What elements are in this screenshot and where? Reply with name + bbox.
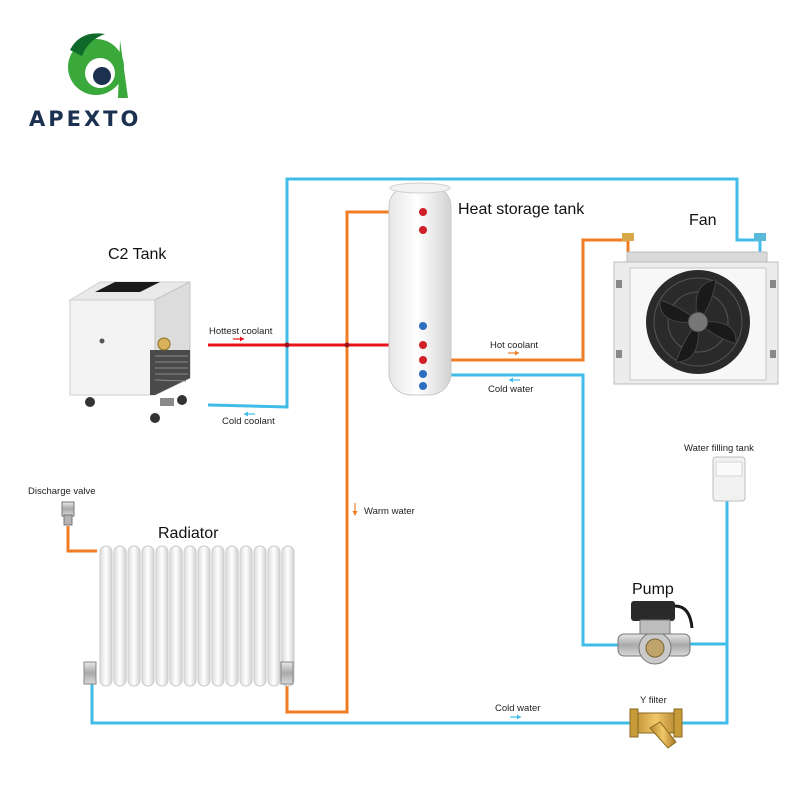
fan-blades — [659, 279, 737, 363]
outlet-fitting — [157, 337, 171, 351]
radiator-tube — [211, 545, 225, 687]
radiator-valve-left — [83, 661, 97, 685]
pump: Pump — [617, 581, 694, 665]
cold-water-bottom-label: Cold water — [495, 703, 540, 714]
control-panel — [95, 282, 160, 292]
hot-coolant-label: Hot coolant — [490, 340, 538, 351]
radiator: Radiator — [83, 525, 295, 687]
fan-label: Fan — [689, 212, 717, 229]
hottest-coolant-label: Hottest coolant — [209, 326, 273, 337]
radiator-tube — [267, 545, 281, 687]
discharge-valve: Discharge valve — [28, 486, 96, 526]
radiator-tube — [155, 545, 169, 687]
discharge-valve-label: Discharge valve — [28, 486, 96, 497]
radiator-tube — [183, 545, 197, 687]
radiator-tube — [127, 545, 141, 687]
warm-water-label: Warm water — [364, 506, 415, 517]
radiator-tube — [113, 545, 127, 687]
port-top-1 — [419, 208, 427, 216]
cold-water-tank-pipe — [432, 373, 626, 647]
pump-motor-box — [631, 601, 675, 621]
pump-label: Pump — [632, 581, 674, 598]
brand-name: APEXTO — [29, 107, 141, 131]
hot-coolant-pipe — [424, 238, 630, 362]
port-hot-out — [419, 356, 427, 364]
radiator-tube — [141, 545, 155, 687]
cold-coolant-label: Cold coolant — [222, 416, 275, 427]
flow-labels: Hottest coolant Cold coolant Hot coolant… — [209, 326, 540, 720]
y-filter: Y filter — [629, 695, 683, 749]
y-filter-label: Y filter — [640, 695, 667, 706]
radiator-tube — [281, 545, 295, 687]
water-filling-tank: Water filling tank — [684, 443, 754, 502]
radiator-tubes — [99, 545, 295, 687]
radiator-label: Radiator — [158, 525, 219, 542]
fan-outlet-fitting — [754, 233, 766, 241]
discharge-pipe — [66, 526, 97, 553]
port-top-2 — [419, 226, 427, 234]
cold-water-tank-label: Cold water — [488, 384, 533, 395]
port-cold-1 — [419, 370, 427, 378]
port-sensor — [419, 322, 427, 330]
heat-storage-tank-label: Heat storage tank — [458, 201, 585, 218]
radiator-valve-right — [280, 661, 294, 685]
port-cold-2 — [419, 382, 427, 390]
warm-water-pipe — [285, 210, 410, 714]
radiator-tube — [99, 545, 113, 687]
radiator-tube — [169, 545, 183, 687]
c2-tank: C2 Tank — [60, 246, 208, 430]
radiator-tube — [197, 545, 211, 687]
radiator-tube — [253, 545, 267, 687]
water-filling-tank-label: Water filling tank — [684, 443, 754, 454]
yfilter-return-pipe — [680, 644, 729, 725]
pump-outlet-pipe — [690, 500, 729, 646]
radiator-tube — [225, 545, 239, 687]
fan-inlet-fitting — [622, 233, 634, 241]
cold-water-bottom-pipe — [90, 680, 632, 725]
port-hot-in — [419, 341, 427, 349]
apexto-logo: APEXTO — [29, 33, 141, 131]
inlet-fitting — [160, 398, 174, 406]
heat-storage-tank: Heat storage tank — [388, 182, 585, 396]
fan-unit: Fan — [613, 212, 779, 385]
c2-tank-label: C2 Tank — [108, 246, 167, 263]
radiator-tube — [239, 545, 253, 687]
